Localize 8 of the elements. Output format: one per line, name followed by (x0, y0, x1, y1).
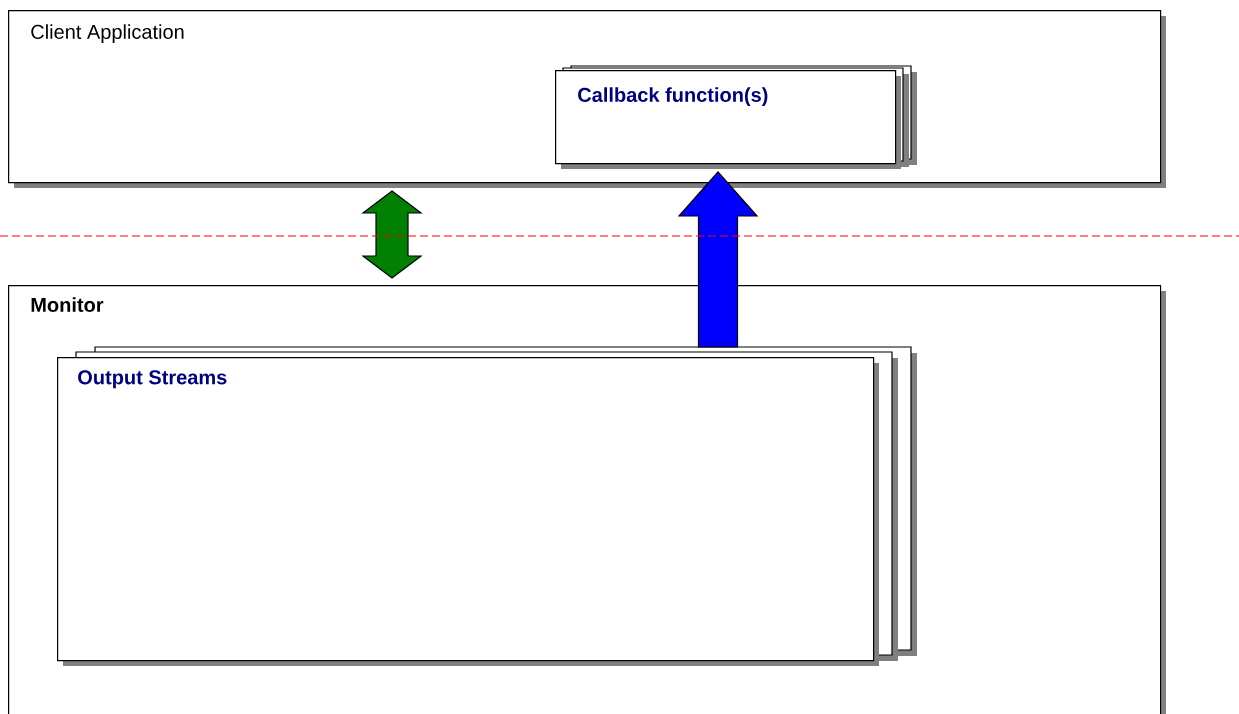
box-title: Callback function(s) (578, 87, 768, 106)
box-title: Output Streams (78, 370, 227, 389)
block-arrow (677, 171, 759, 348)
box-title: Monitor (31, 297, 104, 312)
stacked-box (555, 65, 917, 169)
box-title: Client Application (31, 24, 184, 43)
block-arrow (361, 190, 423, 279)
stacked-box (57, 346, 917, 666)
